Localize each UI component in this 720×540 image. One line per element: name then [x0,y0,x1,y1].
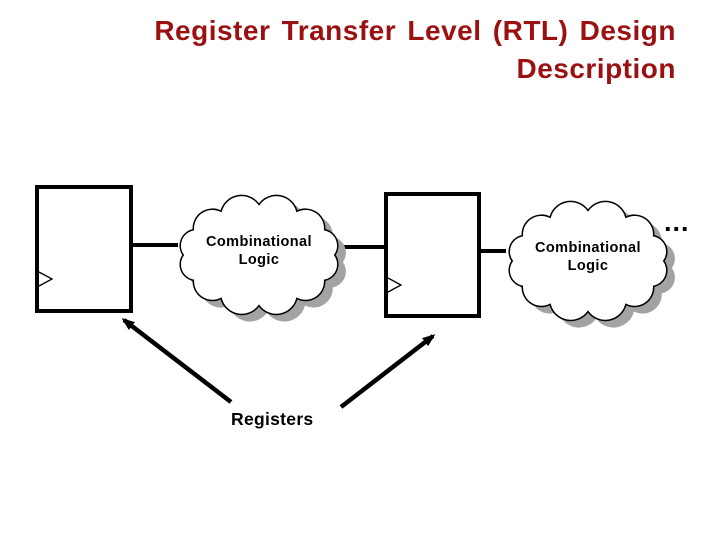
cloud2-label-line2: Logic [567,258,609,274]
cloud1-label-line1: Combinational [206,234,312,250]
clock-input-icon [38,271,54,287]
slide-title-line1: Register Transfer Level (RTL) Design [154,15,676,46]
clock-input-icon [387,277,403,293]
slide-title-line2: Description [516,53,676,84]
cloud1-label: Combinational Logic [163,183,355,319]
combinational-logic-cloud-2 [508,200,675,328]
arrow-to-register1 [121,318,233,404]
combinational-logic-cloud-1 [179,194,346,322]
cloud2-label-line1: Combinational [535,240,641,256]
slide-title: Register Transfer Level (RTL) Design Des… [40,12,676,88]
register-box-1 [35,185,133,313]
cloud1-label-line2: Logic [238,252,280,268]
wire-register2-to-cloud2 [476,249,506,253]
register-box-2 [384,192,481,318]
wire-register1-to-cloud1 [128,243,178,247]
arrow-to-register2 [339,334,436,409]
registers-label: Registers [231,409,314,429]
continuation-ellipsis: ... [664,207,690,237]
cloud2-label: Combinational Logic [492,189,684,325]
wire-cloud1-to-register2 [338,245,390,249]
